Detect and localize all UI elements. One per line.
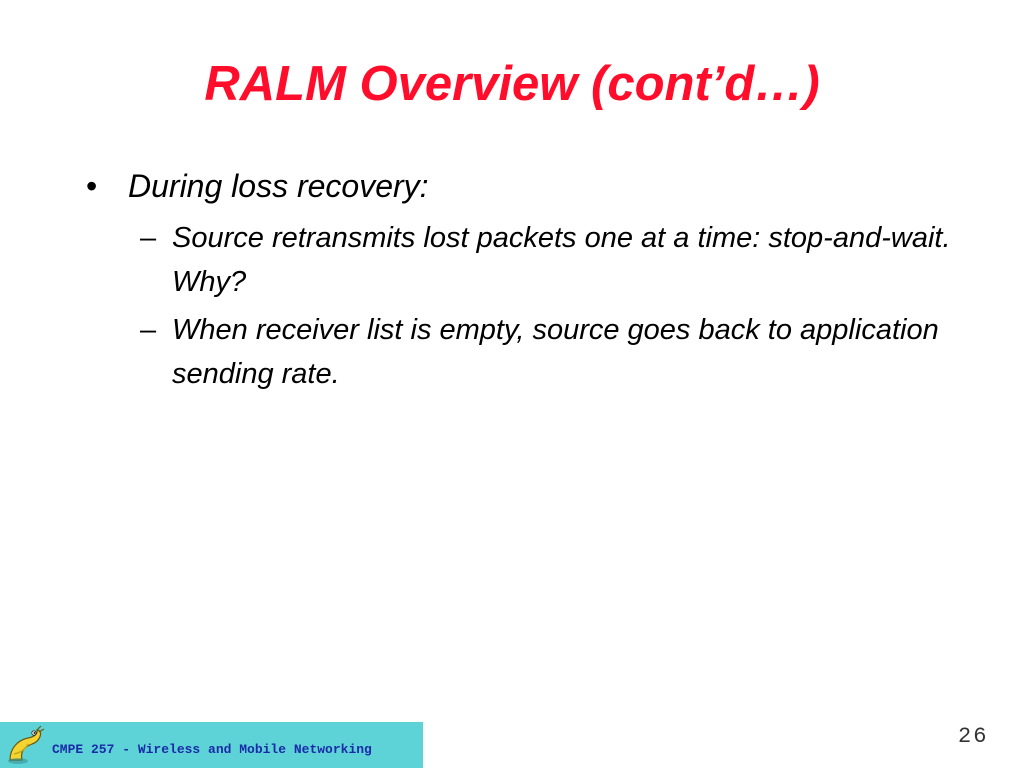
course-label: CMPE 257 - Wireless and Mobile Networkin… [52,742,372,757]
sub-bullet-item: – Source retransmits lost packets one at… [86,216,966,304]
sub-bullet-list: – Source retransmits lost packets one at… [86,216,966,396]
page-number: 26 [958,724,989,749]
slide-title: RALM Overview (cont’d…) [204,57,820,111]
dash-mark: – [140,222,157,254]
bullet-text: During loss recovery: [128,168,429,204]
banana-slug-mascot-icon [4,724,48,766]
sub-bullet-text: Source retransmits lost packets one at a… [172,222,951,298]
bullet-mark: • [86,168,98,204]
footer-bar [0,722,423,768]
sub-bullet-text: When receiver list is empty, source goes… [172,314,939,390]
sub-bullet-item: – When receiver list is empty, source go… [86,308,966,396]
slide-body: • During loss recovery: – Source retrans… [86,166,966,400]
bullet-item: • During loss recovery: [86,166,966,206]
dash-mark: – [140,314,157,346]
